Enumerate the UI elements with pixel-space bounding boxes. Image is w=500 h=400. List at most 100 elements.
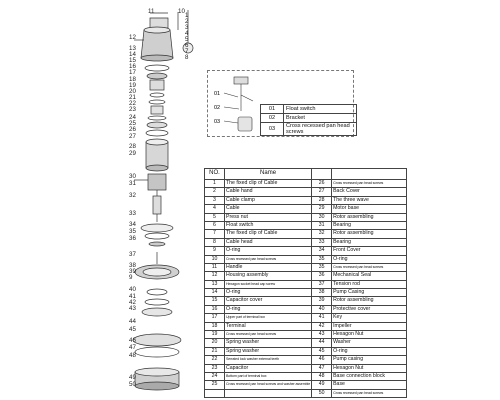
part-name: Key: [331, 313, 408, 323]
part-number-label: 5: [185, 36, 189, 43]
part-no: 41: [311, 313, 333, 323]
part-no: 20: [204, 338, 225, 348]
part-name: Washer: [331, 338, 408, 348]
part-number-label: 33: [129, 210, 136, 217]
part-name: The fixed clip of Cable: [223, 229, 313, 239]
part-name: O-ring: [223, 288, 313, 298]
part-number-label: 9: [129, 274, 133, 281]
part-no: 39: [311, 296, 333, 306]
housing-assembly: [140, 29, 174, 59]
part-number-label: 22: [129, 100, 136, 107]
part-name: Bottom part of terminal box: [223, 371, 313, 382]
part-no: 29: [311, 204, 333, 214]
part-name: Back Cover: [331, 187, 408, 197]
part-no: 37: [311, 279, 333, 290]
part-no: 45: [311, 346, 333, 357]
part-name: Spring washer: [223, 346, 313, 357]
part-name: Cross recessed pan head screws: [331, 388, 408, 399]
part-name: Pump casing: [331, 355, 408, 365]
part-name: Cross recessed pan head screws: [223, 330, 313, 340]
part-name: Rotor assembling: [331, 229, 408, 239]
part-no: 25: [204, 380, 225, 390]
part-name: Base connection block: [331, 371, 408, 382]
part-number-label: 20: [129, 88, 136, 95]
part-number-label: 21: [129, 94, 136, 101]
part-name: Handle: [223, 262, 313, 273]
part-number-label: 36: [129, 235, 136, 242]
part-number-label: 13: [129, 45, 136, 52]
inset-label-01: 01: [214, 91, 220, 97]
part-no: 35: [311, 262, 333, 273]
part-no: 14: [204, 288, 225, 298]
part-number-label: 47: [129, 344, 136, 351]
part-no: 30: [311, 212, 333, 222]
part-number-label: 46: [129, 337, 136, 344]
part-no: 9: [204, 246, 225, 256]
part-name: Cross recessed pan head screws: [223, 254, 313, 264]
part-name: Pump Casing: [331, 288, 408, 298]
part-no: 43: [311, 330, 333, 340]
part-name: O-ring: [331, 346, 408, 357]
header-name-2: [331, 168, 408, 180]
part-name: Cable: [223, 204, 313, 214]
part-number-label: 28: [129, 143, 136, 150]
part-number-label: 16: [129, 63, 136, 70]
part-name: Motor base: [331, 204, 408, 214]
part-number-label: 34: [129, 221, 136, 228]
inset-row-name: Float switch: [283, 104, 357, 114]
part-name: Hexagon Nut: [331, 363, 408, 374]
part-name: The three wave: [331, 195, 408, 206]
part-no: 13: [204, 279, 225, 290]
part-number-label: 23: [129, 106, 136, 113]
float-switch-inset: 01 02 03: [207, 70, 354, 137]
part-no: 32: [311, 229, 333, 239]
part-number-label: 50: [129, 381, 136, 388]
header-no-2: [311, 168, 333, 180]
parts-table-header: NO. Name: [204, 168, 408, 180]
part-no: 11: [204, 262, 225, 273]
part-number-label: 10: [178, 8, 185, 15]
part-number-label: 31: [129, 180, 136, 187]
part-no: 15: [204, 296, 225, 306]
inset-row-no: 02: [260, 113, 284, 123]
part-no: 26: [311, 178, 333, 189]
part-number-label: 49: [129, 374, 136, 381]
part-no: 21: [204, 346, 225, 357]
part-no: [204, 388, 225, 399]
part-number-label: 25: [129, 120, 136, 127]
part-name: Front Cover: [331, 246, 408, 256]
inset-row-no: 01: [260, 104, 284, 114]
part-no: 7: [204, 229, 225, 239]
part-name: O-ring: [223, 246, 313, 256]
float-switch-drawing: 01 02 03: [214, 76, 254, 132]
part-number-label: 12: [129, 34, 136, 41]
part-number-label: 26: [129, 126, 136, 133]
part-name: Upper part of terminal box: [223, 313, 313, 323]
part-no: 46: [311, 355, 333, 365]
part-name: Mechanical Seal: [331, 271, 408, 281]
rotor: [147, 173, 167, 191]
part-number-label: 24: [129, 114, 136, 121]
header-name: Name: [223, 168, 313, 180]
part-number-label: 37: [129, 251, 136, 258]
